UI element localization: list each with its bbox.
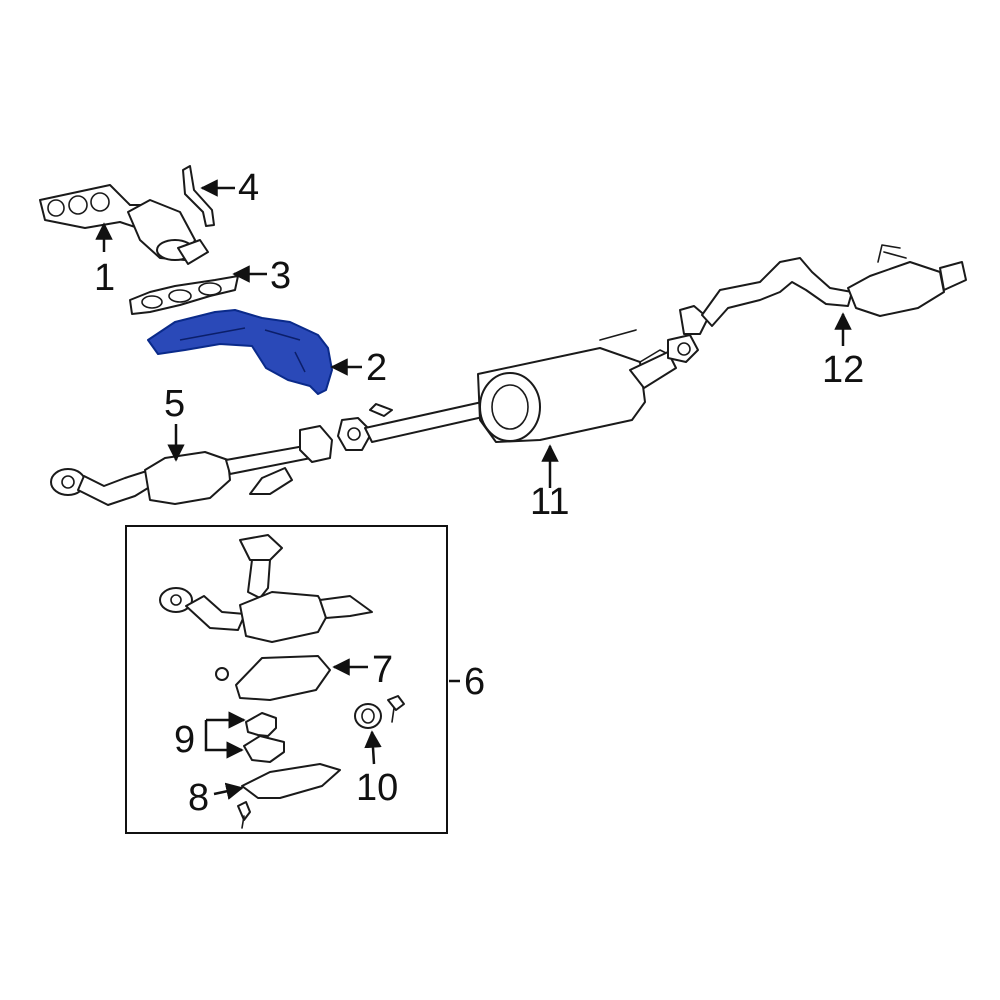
part-1-exhaust-manifold[interactable] [39, 184, 209, 265]
callout-5: 5 [164, 383, 185, 425]
part-9-gaskets[interactable] [243, 712, 285, 763]
callout-3: 3 [270, 255, 291, 297]
part-4-bracket[interactable] [182, 165, 215, 227]
callout-10: 10 [356, 767, 398, 809]
part-5-front-pipe[interactable] [50, 425, 333, 506]
callout-1: 1 [94, 257, 115, 299]
part-6-kit-box [125, 525, 448, 834]
callout-9: 9 [174, 719, 195, 761]
part-2-heat-shield[interactable] [147, 309, 333, 395]
part-12-tail-pipe[interactable] [679, 244, 967, 335]
part-8-lower-shield[interactable] [237, 763, 341, 829]
part-7-upper-shield[interactable] [215, 655, 331, 701]
part-11-muffler[interactable] [337, 329, 699, 451]
callout-8: 8 [188, 777, 209, 819]
part-10-clamp[interactable] [354, 695, 405, 729]
callout-6: 6 [464, 661, 485, 703]
part-3-gasket[interactable] [129, 275, 239, 315]
callout-7: 7 [372, 649, 393, 691]
callout-2: 2 [366, 347, 387, 389]
callout-11: 11 [530, 481, 569, 523]
callout-12: 12 [822, 349, 864, 391]
callout-4: 4 [238, 167, 259, 209]
leader-arrows [95, 179, 852, 800]
part-6-converter-assembly[interactable] [159, 534, 373, 643]
